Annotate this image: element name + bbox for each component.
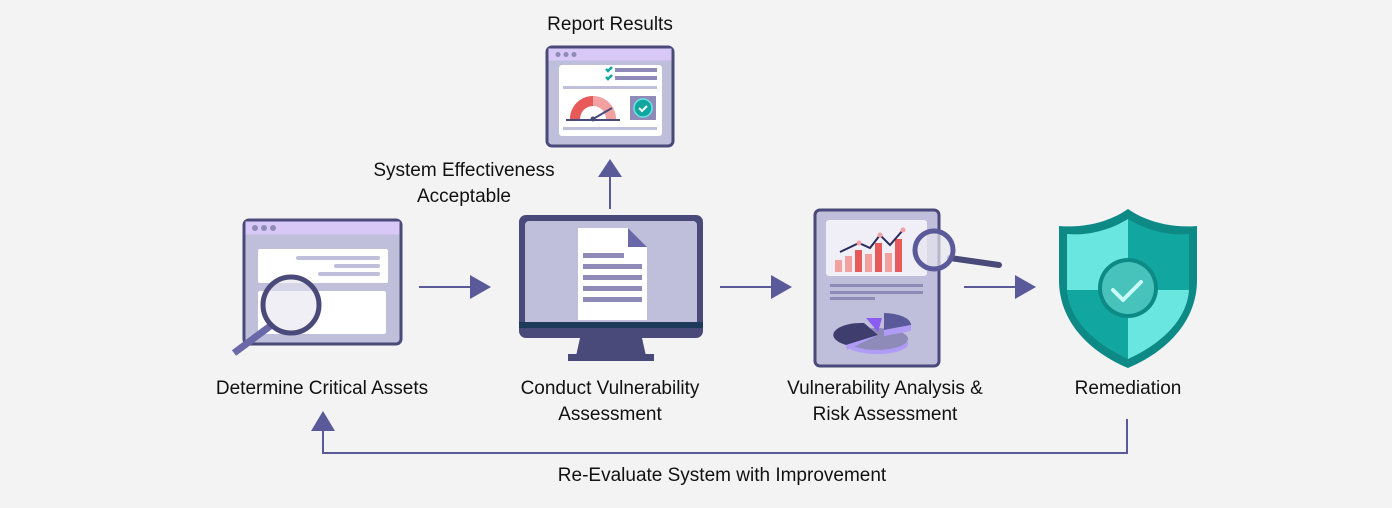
arrow-conduct-to-analysis bbox=[720, 275, 792, 299]
step-label-determine: Determine Critical Assets bbox=[172, 376, 472, 402]
monitor-document-icon bbox=[519, 215, 703, 361]
report-dashboard-icon bbox=[545, 45, 675, 148]
step-label-remediation: Remediation bbox=[1028, 376, 1228, 402]
loop-back-arrow bbox=[311, 411, 1128, 454]
branch-label: System Effectiveness Acceptable bbox=[344, 158, 584, 210]
branch-label-line-1: System Effectiveness bbox=[373, 160, 555, 181]
step-label-analysis: Vulnerability Analysis & Risk Assessment bbox=[740, 376, 1030, 428]
step-label-analysis-line-2: Risk Assessment bbox=[812, 404, 958, 425]
arrow-analysis-to-remediation bbox=[964, 275, 1036, 299]
arrow-up-to-report bbox=[598, 159, 622, 209]
step-label-conduct-line-2: Assessment bbox=[558, 404, 662, 425]
step-label-analysis-line-1: Vulnerability Analysis & bbox=[787, 378, 983, 399]
report-results-label: Report Results bbox=[547, 14, 673, 35]
step-label-determine-line-1: Determine Critical Assets bbox=[215, 378, 429, 399]
step-label-remediation-line-1: Remediation bbox=[1074, 378, 1182, 399]
loop-label: Re-Evaluate System with Improvement bbox=[557, 465, 887, 486]
report-chart-magnifier-icon bbox=[813, 208, 1002, 368]
browser-window-magnifier-icon bbox=[231, 218, 403, 356]
branch-label-line-2: Acceptable bbox=[416, 186, 511, 207]
step-label-conduct: Conduct Vulnerability Assessment bbox=[470, 376, 750, 428]
step-label-conduct-line-1: Conduct Vulnerability bbox=[520, 378, 700, 399]
shield-check-icon bbox=[1059, 209, 1197, 368]
arrow-determine-to-conduct bbox=[419, 275, 491, 299]
